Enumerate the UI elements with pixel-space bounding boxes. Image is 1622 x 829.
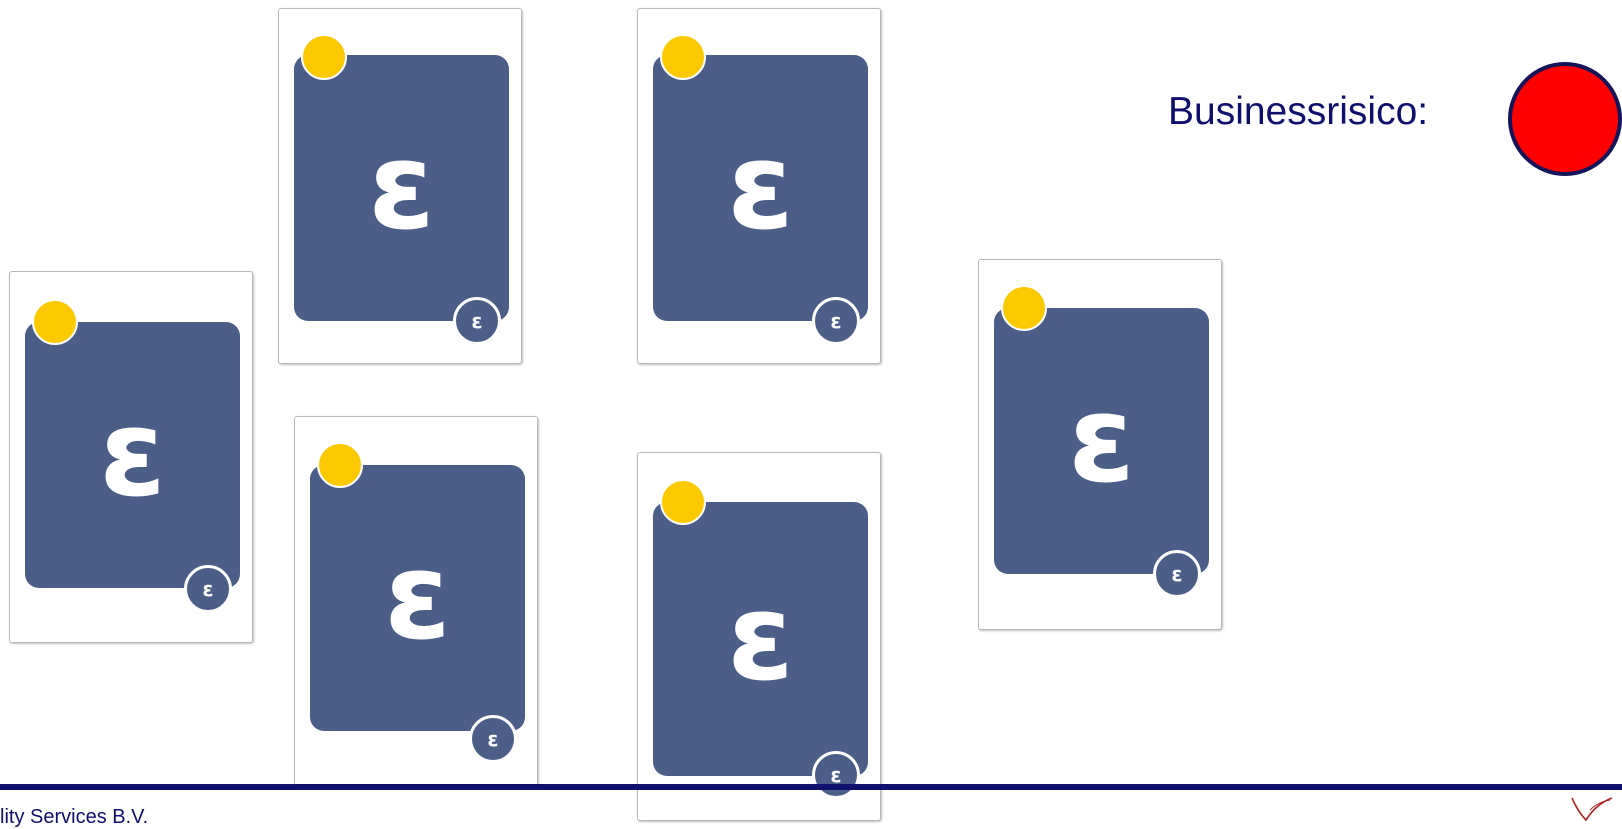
footer-company-text: lity Services B.V. (0, 806, 149, 828)
card-badge: ε (469, 715, 517, 763)
card-badge: ε (1153, 550, 1201, 598)
card-badge: ε (184, 565, 232, 613)
footer-divider (0, 784, 1622, 790)
card: ε ε (637, 452, 881, 821)
card-face: ε (994, 308, 1209, 574)
card-symbol: ε (727, 118, 794, 257)
card-symbol: ε (384, 528, 451, 667)
card-badge: ε (812, 297, 860, 345)
yellow-dot-icon (1001, 285, 1047, 331)
risk-indicator-icon (1508, 62, 1622, 176)
card-badge-symbol: ε (487, 727, 499, 751)
card-symbol: ε (99, 385, 166, 524)
card-symbol: ε (1068, 371, 1135, 510)
card-badge-symbol: ε (830, 763, 842, 787)
card-badge-symbol: ε (1171, 562, 1183, 586)
card-face: ε (25, 322, 240, 588)
card-badge-symbol: ε (202, 577, 214, 601)
card: ε ε (978, 259, 1222, 630)
company-logo-icon (1571, 797, 1613, 821)
yellow-dot-icon (301, 34, 347, 80)
card-symbol: ε (727, 569, 794, 708)
card-face: ε (310, 465, 525, 731)
yellow-dot-icon (317, 442, 363, 488)
card-badge-symbol: ε (830, 309, 842, 333)
business-risk-label: Businessrisico: (1168, 90, 1429, 133)
card: ε ε (637, 8, 881, 364)
yellow-dot-icon (660, 479, 706, 525)
card: ε ε (9, 271, 253, 643)
card: ε ε (294, 416, 538, 788)
yellow-dot-icon (660, 34, 706, 80)
card-badge: ε (812, 751, 860, 799)
card-symbol: ε (368, 118, 435, 257)
card: ε ε (278, 8, 522, 364)
card-face: ε (653, 502, 868, 776)
card-badge-symbol: ε (471, 309, 483, 333)
yellow-dot-icon (32, 299, 78, 345)
card-badge: ε (453, 297, 501, 345)
card-face: ε (653, 55, 868, 321)
card-face: ε (294, 55, 509, 321)
